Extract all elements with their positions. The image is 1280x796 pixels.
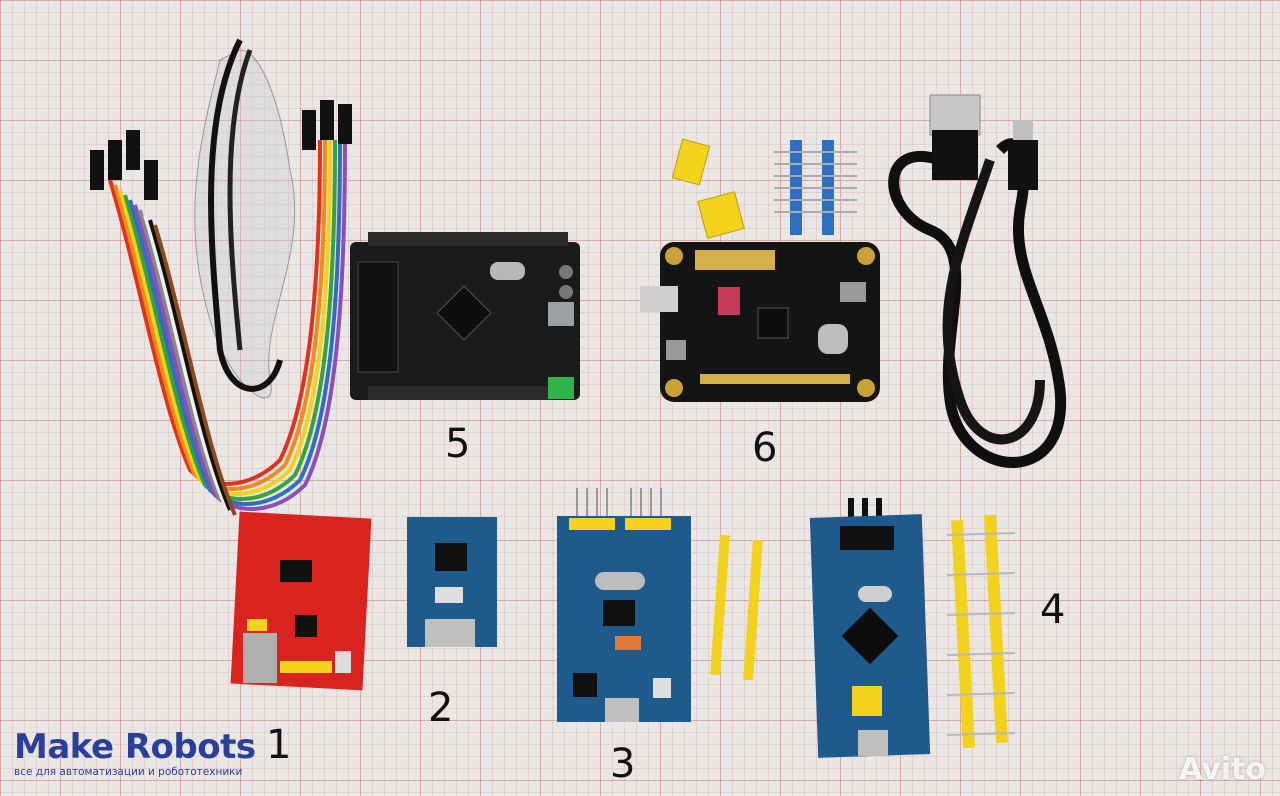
label-board-4: 4 [1040,587,1066,633]
board-5-black-stm32 [350,232,580,400]
usb-cable [888,94,1067,468]
logo-brand: Make Robots [14,727,256,767]
label-board-3: 3 [610,741,636,787]
avito-watermark: Avito [1179,752,1266,787]
board-2-blue-mini-stm32 [407,517,497,647]
board-1-red-usb-ttl [230,511,372,691]
board-4-blue-pill-stm32 [809,498,931,758]
dupont-jumper-wires [90,38,352,516]
yellow-header-strips-a [710,534,763,681]
label-board-6: 6 [752,425,778,471]
board-3-blue-stm32-demo [557,488,691,722]
label-board-2: 2 [428,685,454,731]
yellow-header-strips-b [946,514,1016,749]
label-board-5: 5 [445,421,471,467]
header-pins-set [671,138,857,239]
label-board-1: 1 [266,722,292,768]
logo-tagline: все для автоматизации и робототехники [14,766,243,778]
board-6-black-core-board [640,242,880,402]
make-robots-logo: Make Robots все для автоматизации и робо… [14,730,256,778]
